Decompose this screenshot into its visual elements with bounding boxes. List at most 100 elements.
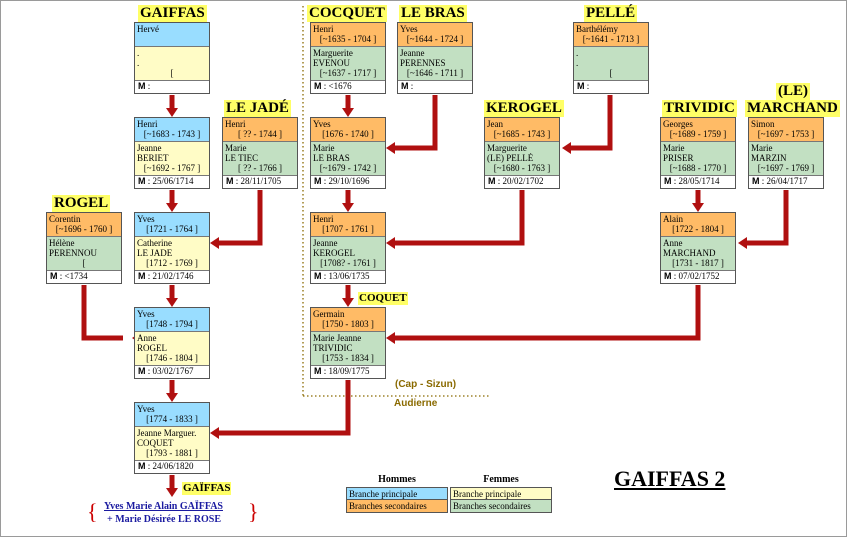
- husband-name: Corentin: [49, 214, 81, 224]
- family-label-le-bras: LE BRAS: [399, 5, 467, 22]
- marriage-label: M: [314, 176, 322, 186]
- family-label-coquet: COQUET: [358, 292, 408, 305]
- husband-dates: [~1696 - 1760 ]: [55, 224, 113, 234]
- connector-line: [81, 285, 123, 341]
- marriage-label: M: [138, 461, 146, 471]
- husband-name: Yves: [137, 309, 155, 319]
- wife-surname: (LE) PELLÉ: [487, 153, 534, 163]
- husband-section: Henri[1707 - 1761 ]: [311, 213, 385, 237]
- wife-name: Jeanne Marguer.: [137, 428, 197, 438]
- marriage-label: M: [314, 271, 322, 281]
- marriage-label: M: [314, 366, 322, 376]
- descendant-link[interactable]: Yves Marie Alain GAÏFFAS: [104, 501, 223, 512]
- wife-surname: MARZIN: [751, 153, 787, 163]
- husband-name: Henri: [313, 24, 334, 34]
- arrowhead-icon: [386, 142, 395, 154]
- connector-line: [395, 95, 438, 151]
- marriage-row: M : 03/02/1767: [135, 366, 209, 378]
- husband-name: Yves: [137, 214, 155, 224]
- marriage-label: M: [226, 176, 234, 186]
- marriage-label: M: [314, 81, 322, 91]
- wife-name: Anne: [663, 238, 683, 248]
- arrowhead-icon: [166, 393, 178, 402]
- marriage-label: M: [138, 366, 146, 376]
- descendant-spouse: + Marie Désirée LE ROSE: [107, 514, 222, 525]
- husband-section: Yves[1676 - 1740 ]: [311, 118, 385, 142]
- arrowhead-icon: [386, 237, 395, 249]
- marriage-date: : 20/02/1702: [497, 176, 544, 186]
- family-label-gaiffas: GAIFFAS: [138, 5, 207, 22]
- family-label-cocquet: COCQUET: [307, 5, 387, 22]
- marriage-row: M : 07/02/1752: [661, 271, 735, 283]
- left-brace-icon: {: [87, 499, 98, 524]
- husband-section: Germain[1750 - 1803 ]: [311, 308, 385, 332]
- marriage-date: : 21/02/1746: [147, 271, 194, 281]
- husband-name: Yves: [137, 404, 155, 414]
- wife-section: .. [: [574, 47, 648, 81]
- husband-section: Yves[1748 - 1794 ]: [135, 308, 209, 332]
- marriage-row: M : 24/06/1820: [135, 461, 209, 473]
- marriage-date: : 13/06/1735: [323, 271, 370, 281]
- arrowhead-icon: [738, 237, 747, 249]
- marriage-date: : 28/11/1705: [235, 176, 282, 186]
- husband-dates: [1707 - 1761 ]: [322, 224, 374, 234]
- wife-name: Marguerite: [313, 48, 353, 58]
- wife-name: .: [137, 48, 140, 58]
- husband-section: Hervé: [135, 23, 209, 47]
- arrowhead-icon: [166, 298, 178, 307]
- marriage-label: M: [401, 81, 409, 91]
- connector-line: [219, 380, 351, 436]
- marriage-label: M: [138, 81, 146, 91]
- wife-name: Marie: [313, 143, 335, 153]
- marriage-row: M : 18/09/1775: [311, 366, 385, 378]
- husband-name: Germain: [313, 309, 345, 319]
- husband-section: Yves[~1644 - 1724 ]: [398, 23, 472, 47]
- husband-name: Georges: [663, 119, 693, 129]
- marriage-date: : 18/09/1775: [323, 366, 370, 376]
- marriage-date: : 07/02/1752: [673, 271, 720, 281]
- husband-name: Hervé: [137, 24, 159, 34]
- wife-dates: [~1697 - 1769 ]: [757, 163, 815, 173]
- marriage-row: M :: [398, 81, 472, 93]
- wife-surname: COQUET: [137, 438, 174, 448]
- marriage-date: :: [410, 81, 414, 91]
- wife-dates: [~1679 - 1742 ]: [319, 163, 377, 173]
- wife-section: Jeanne Marguer.COQUET[1793 - 1881 ]: [135, 427, 209, 461]
- wife-surname: .: [576, 58, 579, 68]
- arrowhead-icon: [342, 108, 354, 117]
- marriage-label: M: [664, 176, 672, 186]
- husband-name: Barthélémy: [576, 24, 618, 34]
- husband-dates: [~1641 - 1713 ]: [582, 34, 640, 44]
- wife-dates: [1746 - 1804 ]: [146, 353, 198, 363]
- wife-name: Marie: [225, 143, 247, 153]
- husband-dates: [~1689 - 1759 ]: [669, 129, 727, 139]
- husband-section: Barthélémy[~1641 - 1713 ]: [574, 23, 648, 47]
- arrowhead-icon: [166, 488, 178, 497]
- wife-name: .: [576, 48, 579, 58]
- wife-dates: [: [609, 68, 613, 78]
- marriage-date: :: [586, 81, 590, 91]
- wife-name: Marie Jeanne: [313, 333, 362, 343]
- legend-women-main: Branche principale: [450, 487, 552, 500]
- wife-dates: [~1637 - 1717 ]: [319, 68, 377, 78]
- wife-name: Jeanne: [313, 238, 338, 248]
- wife-dates: [1708? - 1761 ]: [320, 258, 376, 268]
- husband-dates: [~1644 - 1724 ]: [406, 34, 464, 44]
- right-brace-icon: }: [248, 499, 259, 524]
- husband-section: Alain[1722 - 1804 ]: [661, 213, 735, 237]
- husband-name: Henri: [225, 119, 246, 129]
- wife-surname: MARCHAND: [663, 248, 716, 258]
- wife-dates: [1793 - 1881 ]: [146, 448, 198, 458]
- marriage-label: M: [488, 176, 496, 186]
